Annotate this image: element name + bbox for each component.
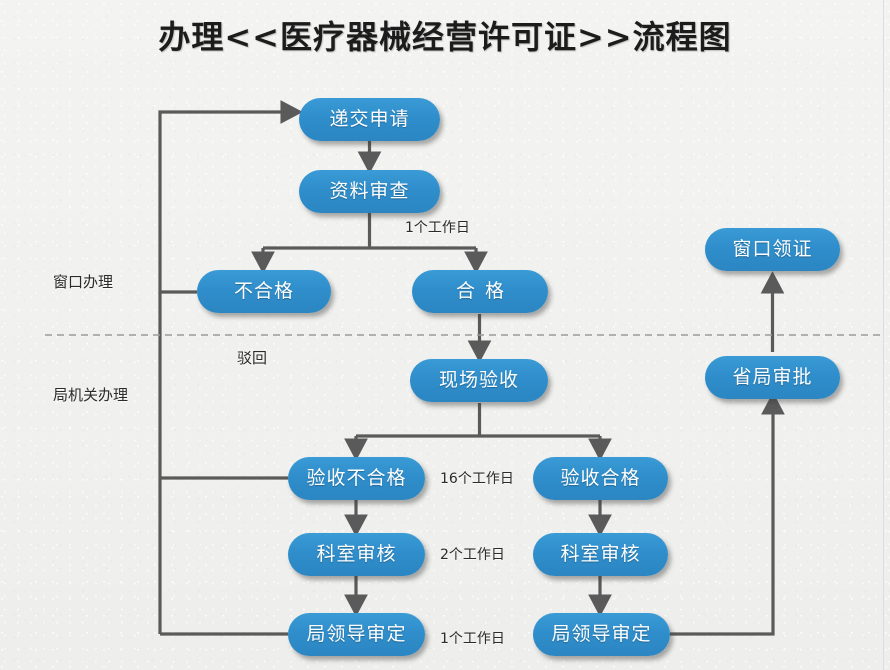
label-reject: 驳回 [237, 349, 268, 367]
label-lane-window: 窗口办理 [53, 273, 114, 291]
flow-node-onsite[interactable]: 现场验收 [410, 359, 548, 402]
flow-node-pass[interactable]: 合格 [412, 270, 548, 313]
flow-node-leader-right[interactable]: 局领导审定 [533, 613, 670, 656]
label-days-1-top: 1个工作日 [405, 220, 470, 236]
flow-node-issue[interactable]: 窗口领证 [705, 228, 840, 271]
flow-node-onsite-pass[interactable]: 验收合格 [533, 457, 668, 500]
label-days-16: 16个工作日 [440, 471, 514, 487]
flow-node-onsite-fail[interactable]: 验收不合格 [288, 457, 425, 500]
page-title: 办理<<医疗器械经营许可证>>流程图 [158, 18, 732, 56]
slide-right-edge [883, 0, 884, 670]
edge-fail-feedback-to-submit [158, 100, 303, 294]
flow-node-submit[interactable]: 递交申请 [299, 98, 440, 141]
label-days-1-bot: 1个工作日 [440, 631, 505, 647]
flow-node-leader-left[interactable]: 局领导审定 [288, 613, 425, 656]
flow-node-prov-approve[interactable]: 省局审批 [705, 356, 840, 399]
flow-node-dept-left[interactable]: 科室审核 [288, 533, 425, 576]
label-lane-bureau: 局机关办理 [53, 386, 129, 404]
flow-node-fail[interactable]: 不合格 [197, 270, 331, 313]
edge-leader-to-provincial [670, 392, 785, 636]
flow-node-dept-right[interactable]: 科室审核 [533, 533, 668, 576]
flow-node-doc-review[interactable]: 资料审查 [299, 170, 440, 213]
label-days-2: 2个工作日 [440, 547, 505, 563]
